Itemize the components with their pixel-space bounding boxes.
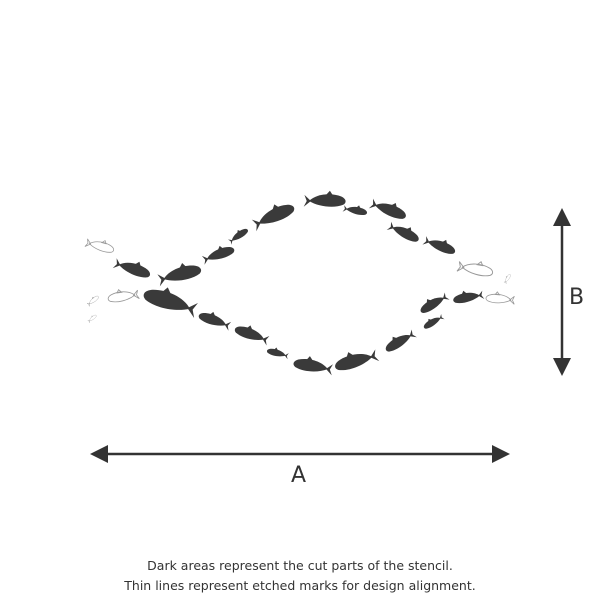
height-dimension-arrow [553, 208, 571, 376]
fish-icon [416, 289, 450, 316]
fish-icon [451, 287, 485, 305]
width-label: A [291, 463, 307, 488]
height-label: B [569, 285, 585, 310]
fish-icon [155, 258, 203, 287]
etched-fish-icon [107, 287, 139, 303]
fish-icon [141, 281, 201, 319]
fish-icon [421, 311, 445, 331]
fish-icon [332, 344, 380, 373]
width-dimension-arrow [90, 445, 510, 463]
etched-fish-icon [503, 273, 511, 283]
fish-icon [386, 218, 423, 245]
fish-icon [112, 254, 153, 280]
etched-fish-icon [87, 313, 97, 322]
etched-fish-icon [85, 236, 116, 254]
etched-fish-icon [86, 294, 99, 306]
fish-icon [381, 326, 417, 354]
cut-fish-group [112, 190, 485, 376]
fish-icon [233, 320, 272, 346]
fish-icon [266, 345, 290, 360]
etched-fish-icon [486, 291, 516, 304]
fish-icon [292, 353, 335, 376]
fish-icon [368, 194, 409, 222]
fish-icon [303, 190, 346, 207]
caption-line-1: Dark areas represent the cut parts of th… [147, 558, 453, 573]
fish-icon [249, 197, 297, 232]
fish-icon [342, 202, 369, 217]
fish-icon [197, 307, 233, 331]
fish-icon [200, 241, 236, 265]
caption-line-2: Thin lines represent etched marks for de… [124, 578, 476, 593]
etched-fish-icon [457, 258, 494, 277]
fish-icon [226, 225, 250, 245]
fish-icon [422, 232, 458, 257]
